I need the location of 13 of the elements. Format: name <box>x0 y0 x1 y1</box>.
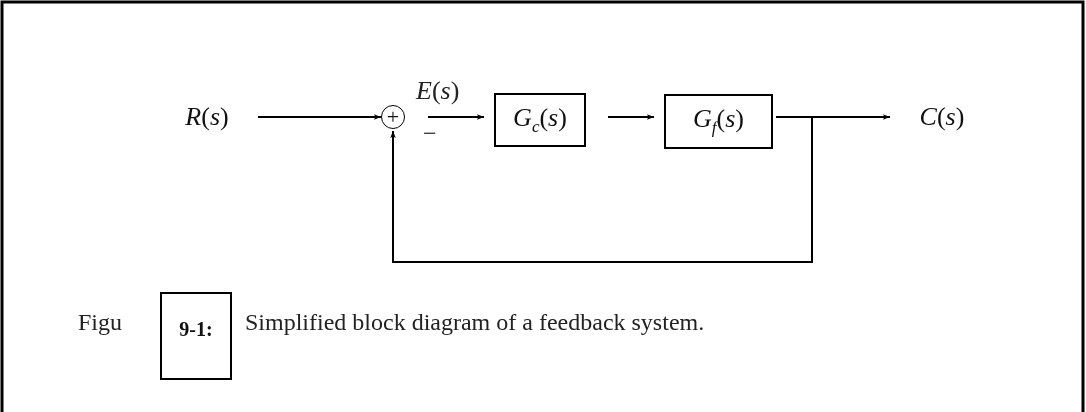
signal-arrow <box>427 114 485 120</box>
signal-label: R(s) <box>172 97 242 137</box>
signal-arrow <box>257 114 382 120</box>
signal-arrow <box>607 114 655 120</box>
transfer-function-block: G$_{c}$(s) <box>494 93 586 147</box>
signal-label: C(s) <box>900 97 984 137</box>
edge-label: E(s) <box>416 78 460 104</box>
transfer-function-block: G$_{f}$(s) <box>664 94 773 149</box>
caption-fragment: Figu <box>78 309 122 336</box>
sign-label: − <box>423 121 437 145</box>
figure-number-box: 9-1: <box>160 292 232 380</box>
signal-arrow <box>390 116 813 263</box>
figure-caption: Simplified block diagram of a feedback system. <box>245 309 705 336</box>
